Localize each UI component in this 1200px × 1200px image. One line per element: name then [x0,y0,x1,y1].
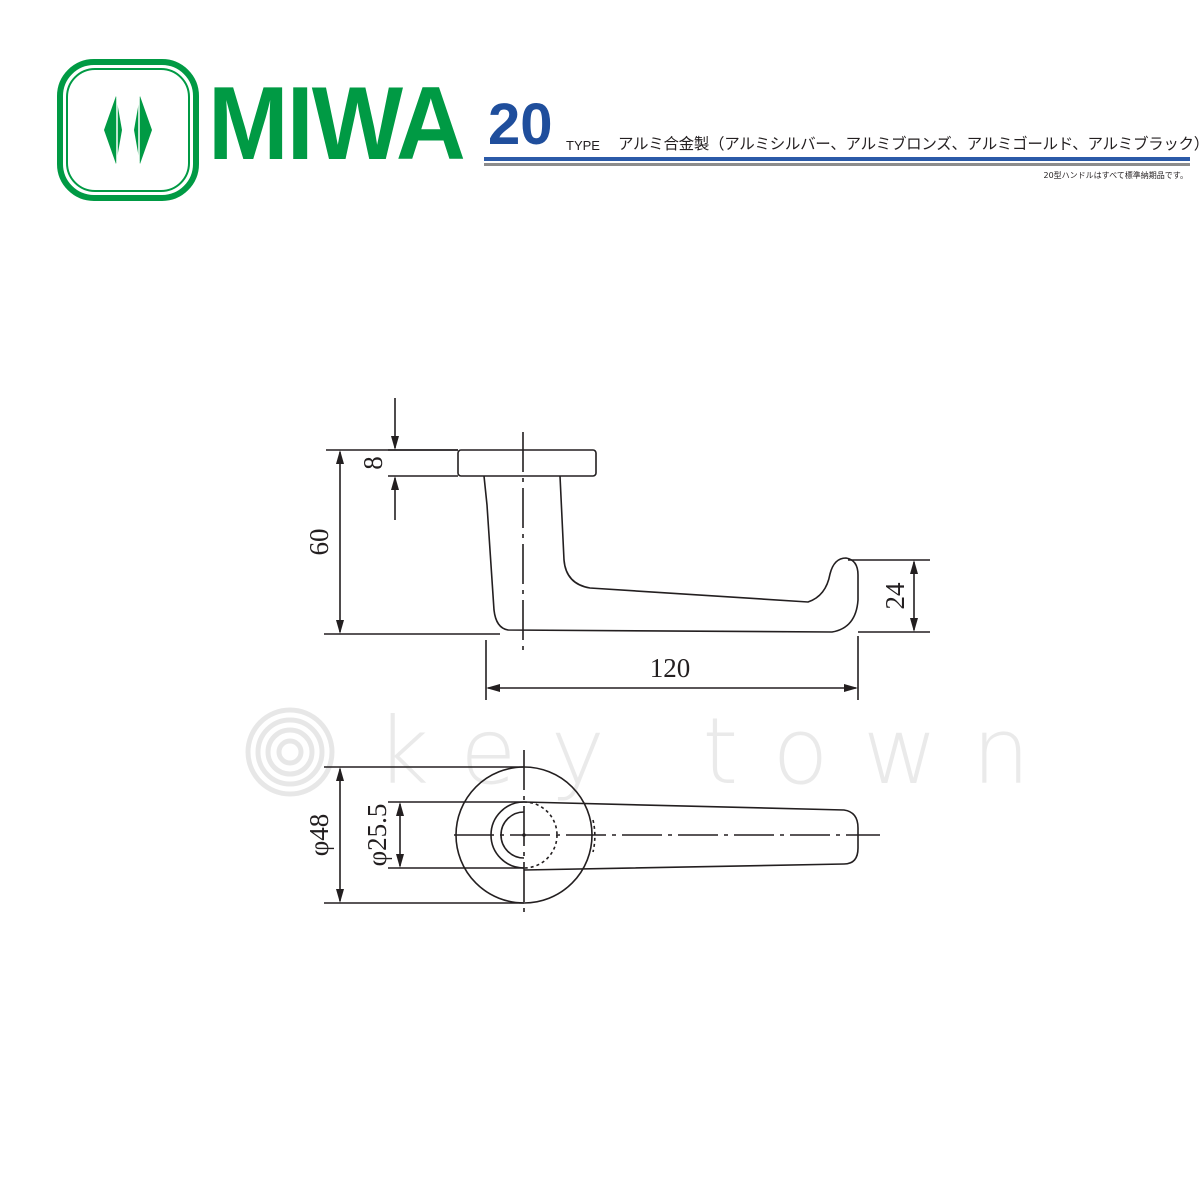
keytown-swirl-icon [245,707,335,797]
brand-name: MIWA [208,66,466,182]
dim-rose-thickness [388,398,458,520]
label-tip-height: 24 [880,582,910,610]
material-description: アルミ合金製（アルミシルバー、アルミブロンズ、アルミゴールド、アルミブラック） [618,135,1200,153]
watermark-text: key town [376,698,1065,805]
header-rule-blue [484,157,1190,161]
type-label: TYPE [566,138,600,153]
side-view-rose [457,449,597,477]
label-rose-thickness: 8 [358,456,388,470]
label-overall-height: 60 [304,529,334,556]
header-rule-gray [484,163,1190,166]
lever-centerpoint [522,833,526,837]
label-rose-diameter: φ48 [304,814,334,857]
type-number: 20 [488,92,553,157]
miwa-diamond-logo-icon [104,96,152,164]
dim-rose-diameter [324,766,524,904]
top-view-lever [490,801,859,871]
label-inner-diameter: φ25.5 [362,804,392,867]
footnote: 20型ハンドルはすべて標準納期品です。 [1043,171,1189,180]
miwa-logo-icon [57,59,199,201]
label-length: 120 [650,653,691,683]
dim-length [485,636,859,700]
dimension-arrowheads [336,436,918,903]
side-view-lever [483,475,859,633]
dim-overall-height [324,449,500,635]
